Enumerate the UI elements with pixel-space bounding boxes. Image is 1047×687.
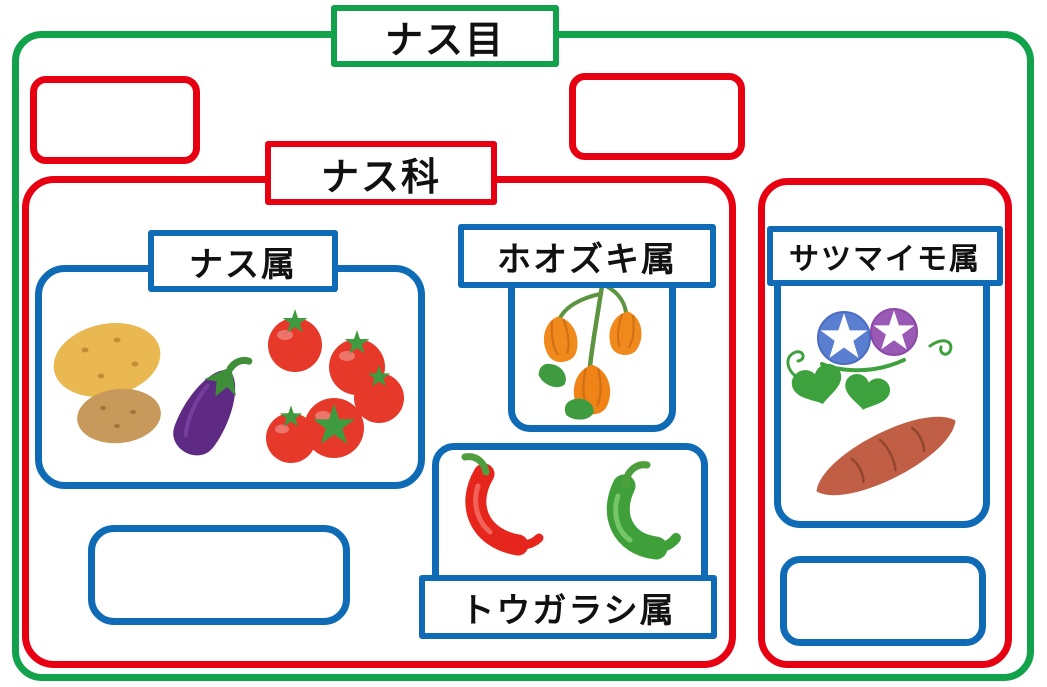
genus-label-capsicum: トウガラシ属 xyxy=(419,575,717,639)
red-chili-icon xyxy=(461,453,544,556)
capsicum-illustration xyxy=(446,452,694,572)
family-box-right xyxy=(758,178,1012,668)
morning-glory-icon xyxy=(786,308,953,415)
solanum-illustration xyxy=(45,298,413,480)
empty-family-box-left xyxy=(30,76,200,164)
genus-label-ipomoea: サツマイモ属 xyxy=(767,226,1003,286)
sweet-potato-icon xyxy=(816,416,956,496)
physalis-icon xyxy=(534,270,644,422)
green-chili-icon xyxy=(606,461,681,560)
tomato-icon xyxy=(266,309,404,463)
ipomoea-illustration xyxy=(782,294,982,520)
family-label: ナス科 xyxy=(265,141,497,205)
genus-label-solanum: ナス属 xyxy=(148,230,338,292)
potato-icon xyxy=(53,323,161,444)
genus-label-physalis: ホオズキ属 xyxy=(458,224,716,288)
physalis-illustration xyxy=(520,270,664,426)
empty-genus-box-right xyxy=(780,556,986,646)
eggplant-icon xyxy=(173,356,253,456)
order-label: ナス目 xyxy=(331,5,559,67)
empty-family-box-right xyxy=(569,73,745,160)
empty-genus-box-left xyxy=(88,525,350,625)
